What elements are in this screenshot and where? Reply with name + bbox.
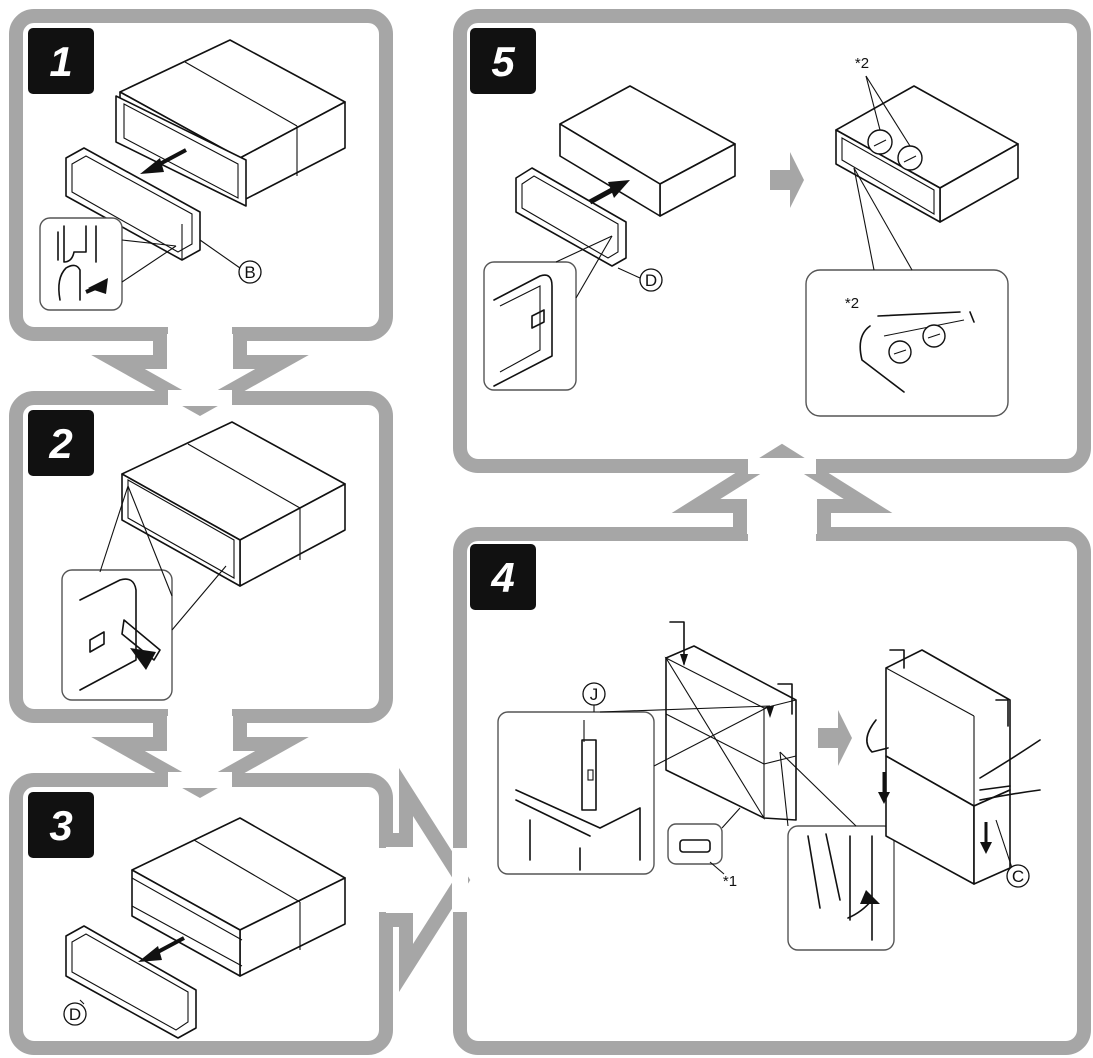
connector-2-to-3: [91, 716, 309, 799]
pull-arrow: [140, 148, 187, 174]
step-4-inset-bottom: [779, 751, 895, 951]
head-unit-after: [835, 75, 1019, 223]
trim-ring-d: [65, 925, 197, 1039]
step-5-inset-right: [805, 167, 1009, 417]
step-2-illustration: [61, 421, 346, 701]
callout-c: C: [1012, 867, 1024, 886]
head-unit-sleeve: [131, 817, 346, 977]
step-1-illustration: B: [39, 39, 346, 311]
note-2-inset: *2: [845, 295, 859, 312]
head-unit-no-trim: [121, 421, 346, 587]
connector-3-to-4: [386, 767, 471, 993]
unit-being-removed: [866, 649, 1041, 885]
callout-j: J: [590, 685, 599, 704]
callout-d-step3: D: [69, 1005, 81, 1024]
step-1-badge: 1: [28, 28, 94, 94]
step-4-result-arrow: [818, 710, 852, 766]
note-1: *1: [723, 873, 737, 890]
step-2-inset: [61, 485, 227, 701]
step-5-result-arrow: [770, 152, 804, 208]
step-3-number: 3: [49, 802, 72, 849]
step-4-number: 4: [490, 554, 514, 601]
step-4-illustration: J *1: [497, 621, 1041, 951]
callout-b-step1: B: [244, 263, 255, 282]
step-4-badge: 4: [470, 544, 536, 610]
connector-1-to-2: [91, 334, 309, 417]
step-5-illustration: D *2: [483, 55, 1019, 417]
push-arrow: [588, 180, 630, 205]
step-1-inset: [39, 217, 177, 311]
step-2-number: 2: [48, 420, 72, 467]
step-3-pull-arrow: [138, 936, 185, 962]
down-arrows: [878, 772, 992, 854]
sleeve-with-tool: [664, 621, 797, 821]
step-3-illustration: D: [63, 817, 346, 1039]
step-3-badge: 3: [28, 792, 94, 858]
head-unit: [115, 39, 346, 207]
head-unit-before: [559, 85, 736, 217]
trim-ring-b: [65, 147, 201, 261]
step-4-inset-left: [497, 705, 771, 875]
trim-ring-d-step5: [515, 167, 627, 267]
callout-d-step5: D: [645, 271, 657, 290]
step-5-badge: 5: [470, 28, 536, 94]
step-5-number: 5: [491, 38, 515, 85]
note-2-top: *2: [855, 55, 869, 72]
step-1-number: 1: [49, 38, 72, 85]
connector-4-to-5: [671, 443, 893, 534]
small-bracket-part: [667, 807, 741, 875]
step-5-inset-left: [483, 235, 613, 391]
step-2-badge: 2: [28, 410, 94, 476]
